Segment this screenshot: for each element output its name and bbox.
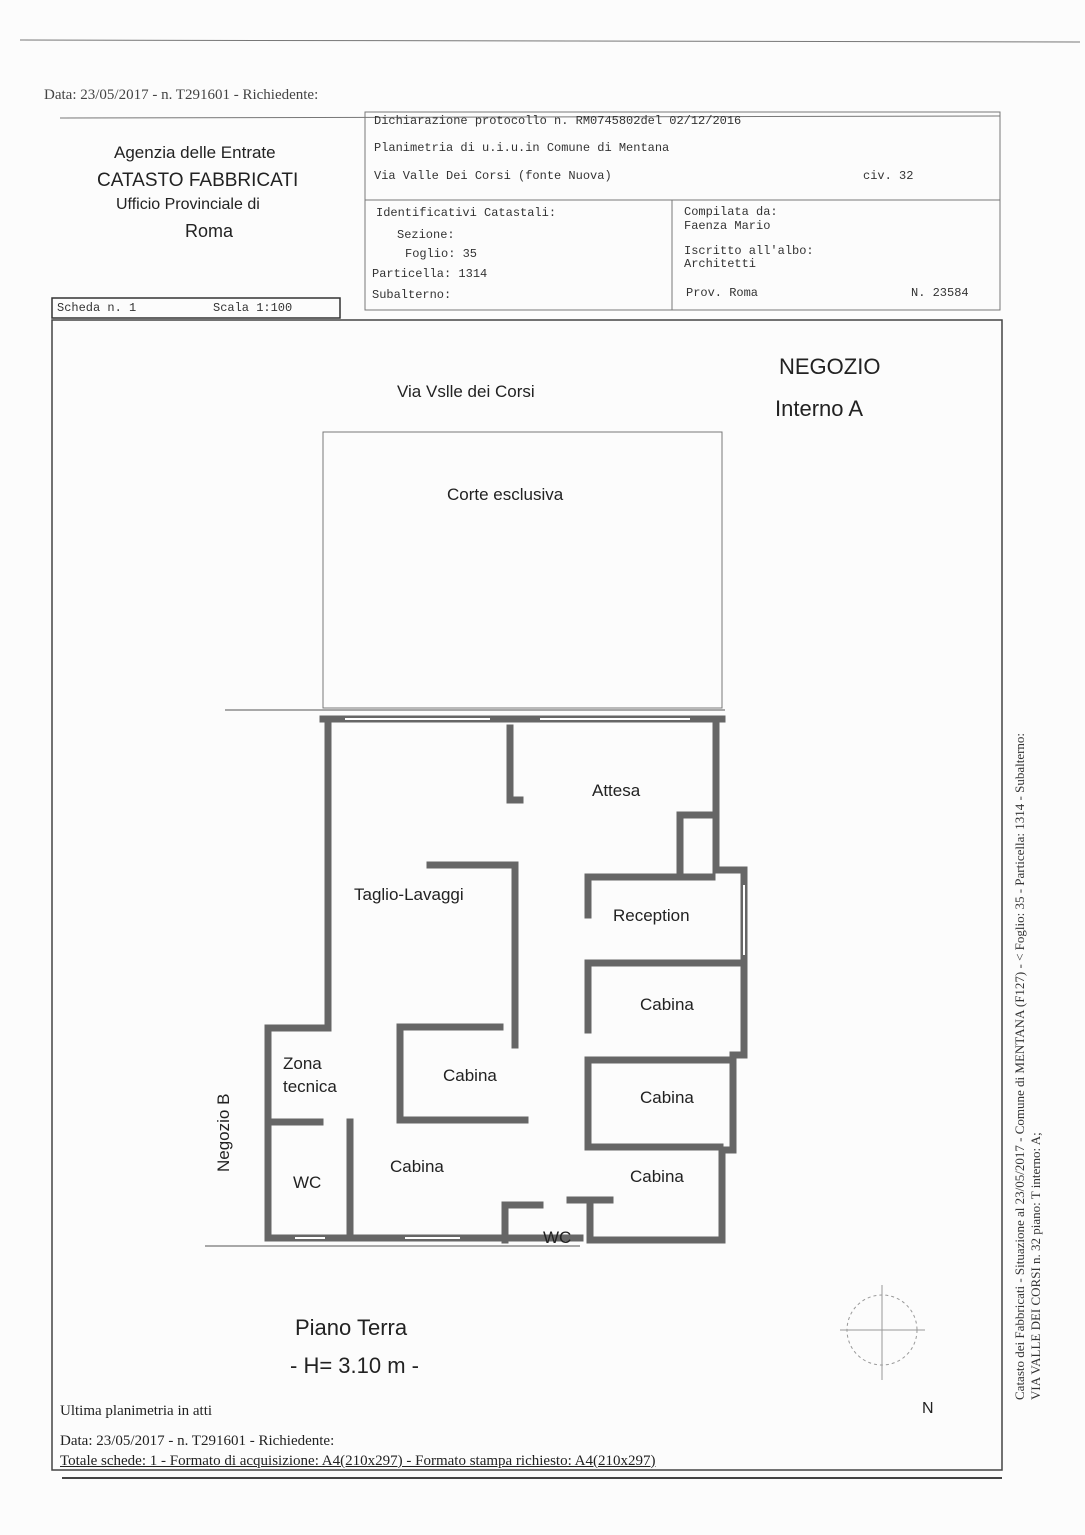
header-top-line: Data: 23/05/2017 - n. T291601 - Richiede…: [44, 87, 319, 103]
city: Roma: [185, 221, 234, 241]
iscritto: Iscritto all'albo:: [684, 244, 814, 258]
footer-data: Data: 23/05/2017 - n. T291601 - Richiede…: [60, 1433, 335, 1449]
civ: civ. 32: [863, 169, 914, 183]
room-zona-line1: Zona: [283, 1054, 322, 1073]
catasto-title: CATASTO FABBRICATI: [97, 170, 299, 191]
side-caption-2: VIA VALLE DEI CORSI n. 32 piano: T inter…: [1028, 1132, 1043, 1400]
drawing-frame: [51, 319, 1003, 1471]
room-wc: WC: [293, 1173, 322, 1192]
room-cabina: Cabina: [390, 1157, 444, 1176]
foglio: Foglio: 35: [405, 247, 478, 261]
walls: [264, 715, 748, 1244]
room-zona-line2: tecnica: [283, 1077, 337, 1096]
room-wc: WC: [543, 1228, 572, 1247]
corte-area: [322, 431, 723, 709]
ident-title: Identificativi Catastali:: [376, 206, 557, 220]
interno-label: Interno A: [775, 396, 864, 421]
address: Via Valle Dei Corsi (fonte Nuova): [374, 169, 612, 183]
sezione: Sezione:: [397, 228, 455, 242]
protocol: Dichiarazione protocollo n. RM0745802del…: [374, 114, 742, 128]
numero: N. 23584: [911, 286, 969, 300]
room-cabina: Cabina: [640, 1088, 694, 1107]
side-caption-1: Catasto dei Fabbricati - Situazione al 2…: [1012, 732, 1027, 1400]
street-label: Via Vslle dei Corsi: [397, 382, 535, 401]
height-label: - H= 3.10 m -: [290, 1353, 419, 1378]
room-taglio: Taglio-Lavaggi: [354, 885, 464, 904]
scheda-box: [51, 297, 341, 319]
scheda: Scheda n. 1: [57, 301, 137, 315]
compilata: Compilata da:: [684, 205, 778, 219]
compilatore: Faenza Mario: [684, 219, 771, 233]
prov: Prov. Roma: [686, 286, 759, 300]
room-cabina: Cabina: [630, 1167, 684, 1186]
footer-ultima: Ultima planimetria in atti: [60, 1403, 213, 1419]
negozio-b-label: Negozio B: [214, 1093, 233, 1172]
room-cabina: Cabina: [640, 995, 694, 1014]
room-cabina: Cabina: [443, 1066, 497, 1085]
office: Ufficio Provinciale di: [116, 196, 260, 213]
windows: [295, 718, 745, 1239]
room-attesa: Attesa: [592, 781, 641, 800]
scala: Scala 1:100: [213, 301, 293, 315]
header-info-box: [364, 111, 1001, 311]
floor-label: Piano Terra: [295, 1315, 408, 1340]
header-frame-top: [59, 115, 1001, 119]
agency-name: Agenzia delle Entrate: [114, 143, 276, 162]
footer-totale: Totale schede: 1 - Formato di acquisizio…: [60, 1453, 656, 1469]
albo: Architetti: [684, 257, 757, 271]
room-corte: Corte esclusiva: [447, 485, 564, 504]
subalterno: Subalterno:: [372, 288, 452, 302]
top-rule: [19, 39, 1081, 43]
unit-label: NEGOZIO: [779, 354, 881, 379]
planimetria: Planimetria di u.i.u.in Comune di Mentan…: [374, 141, 670, 155]
particella: Particella: 1314: [372, 267, 488, 281]
room-reception: Reception: [613, 906, 690, 925]
north-label: N: [922, 1400, 934, 1417]
